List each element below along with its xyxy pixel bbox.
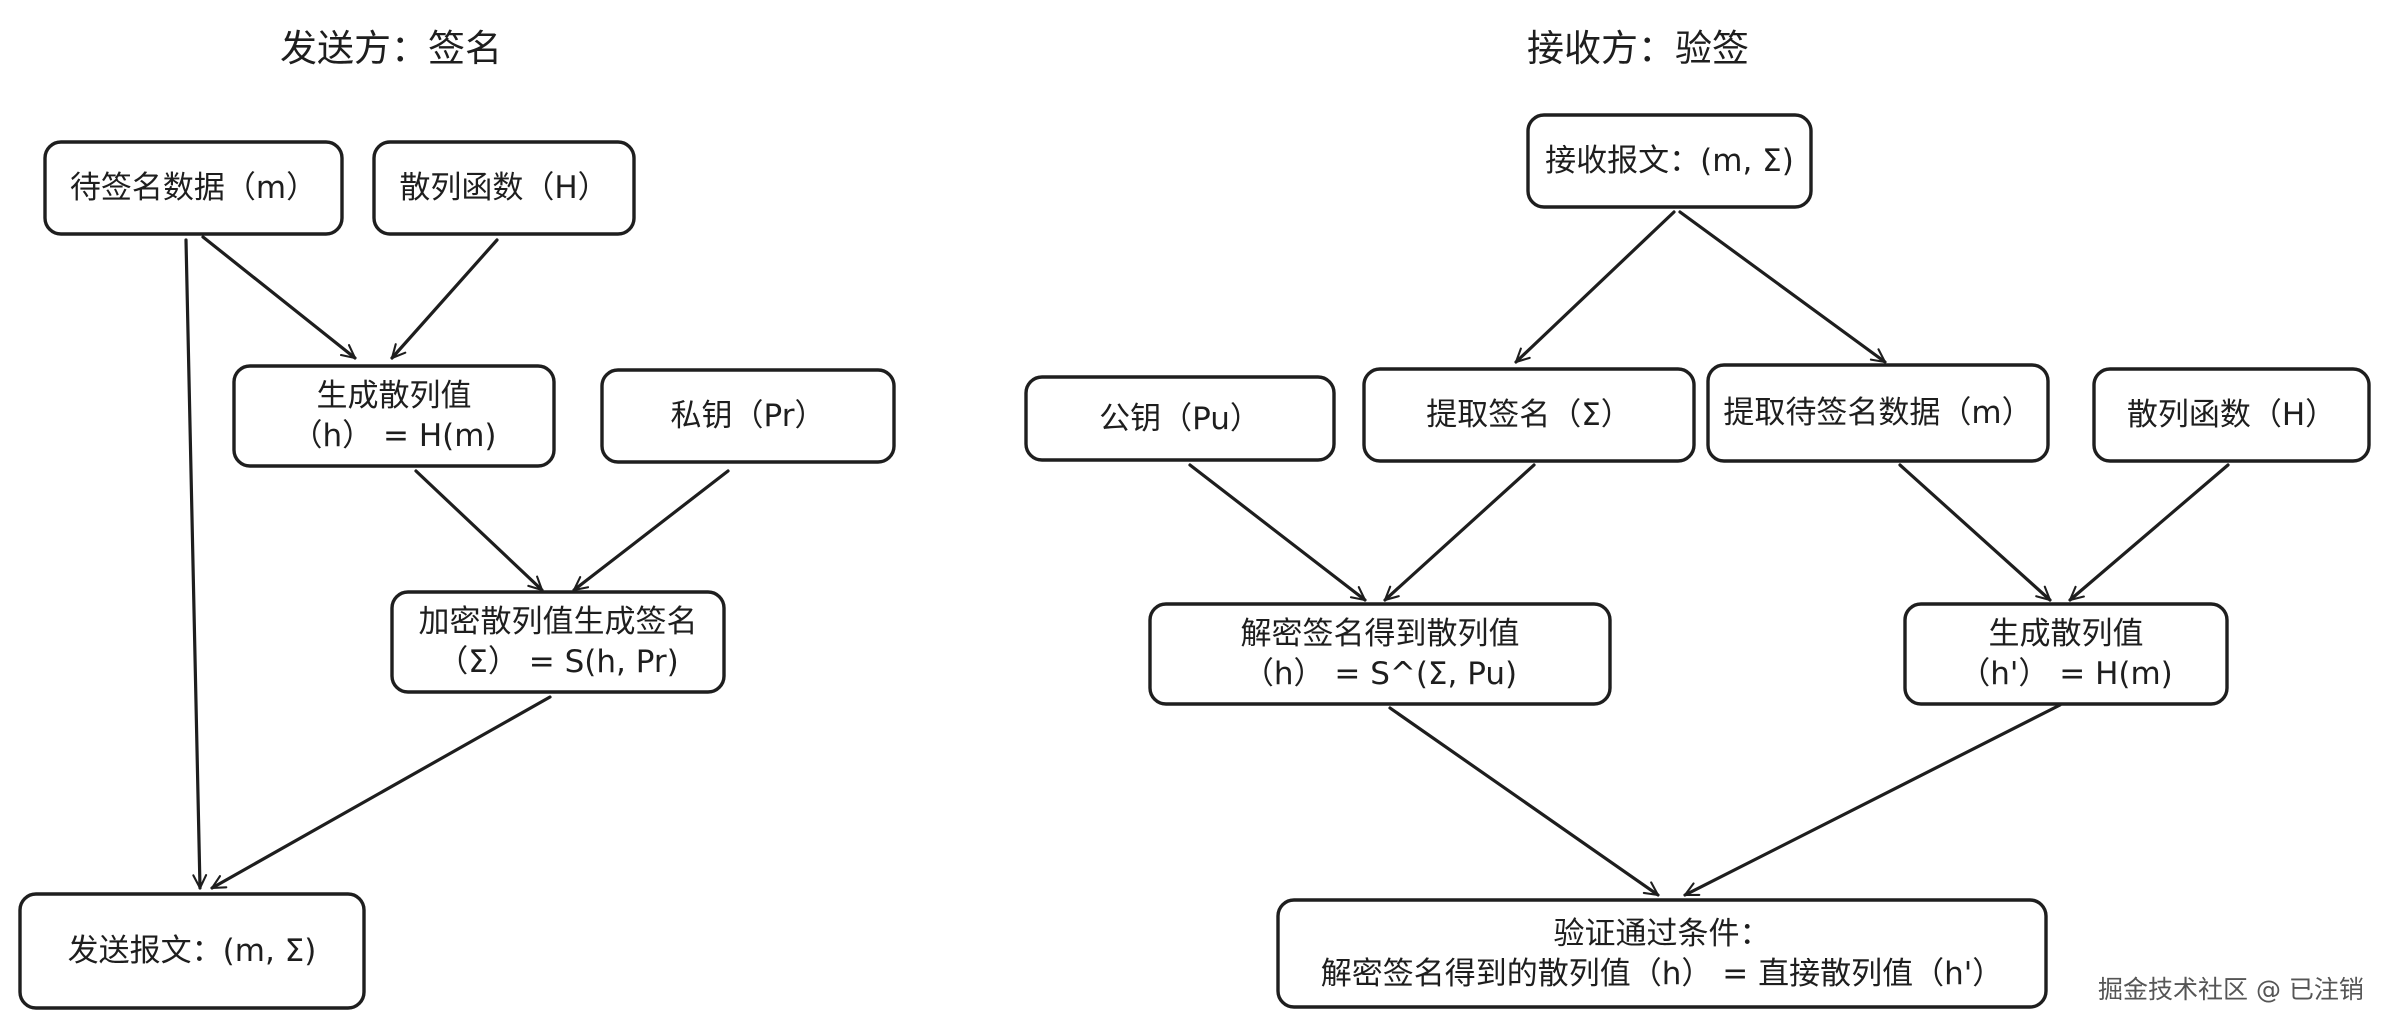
watermark: 掘金技术社区 @ 已注销 xyxy=(2098,975,2364,1004)
hash-box-frame xyxy=(232,364,556,468)
extract-data-label: 提取待签名数据（m） xyxy=(1723,395,2033,431)
data-to-sign-label: 待签名数据（m） xyxy=(69,170,318,206)
public-key-label: 公钥（Pu） xyxy=(1099,400,1261,437)
arrow-receive-to-extract-sig xyxy=(1514,210,1676,364)
encrypt-hash-line1: 加密散列值生成签名 xyxy=(418,604,698,640)
receiver-generate-hash-node: 生成散列值 （h'） = H(m) xyxy=(1905,604,2227,704)
receiver-generate-hash-line1: 生成散列值 xyxy=(1988,616,2144,652)
arrow-encrypt-to-send xyxy=(210,695,552,890)
send-message-node: 发送报文：(m, Σ) xyxy=(20,894,364,1008)
sender-title: 发送方：签名 xyxy=(280,27,502,70)
private-key-node: 私钥（Pr） xyxy=(602,370,894,462)
arrow-hash-to-encrypt xyxy=(414,469,544,592)
encrypt-hash-node: 加密散列值生成签名 （Σ） = S(h, Pr) xyxy=(392,592,724,692)
encrypt-hash-line2: （Σ） = S(h, Pr) xyxy=(437,644,679,680)
arrow-decrypt-to-verify xyxy=(1388,706,1660,897)
public-key-node: 公钥（Pu） xyxy=(1026,377,1334,460)
receive-message-label: 接收报文：(m, Σ) xyxy=(1545,143,1794,179)
privkey-box-frame xyxy=(600,368,896,464)
extract-signature-label: 提取签名（Σ） xyxy=(1426,397,1632,433)
receiver-hash-function-node: 散列函数（H） xyxy=(2094,369,2369,461)
arrow-data-to-hash xyxy=(201,235,357,360)
arrow-hashfn-to-hash-r xyxy=(2068,463,2230,602)
receiver-hash-function-label: 散列函数（H） xyxy=(2126,397,2337,433)
generate-hash-node: 生成散列值 （h） = H(m) xyxy=(234,366,554,466)
arrow-hash-to-verify xyxy=(1683,703,2062,897)
verify-condition-line1: 验证通过条件： xyxy=(1553,915,1771,952)
decrypt-signature-node: 解密签名得到散列值 （h） = S^(Σ, Pu) xyxy=(1150,604,1610,704)
extract-data-node: 提取待签名数据（m） xyxy=(1708,365,2048,461)
arrow-extract-sig-to-decrypt xyxy=(1383,463,1536,602)
decrypt-signature-line1: 解密签名得到散列值 xyxy=(1240,616,1520,652)
verify-condition-node: 验证通过条件： 解密签名得到的散列值（h） = 直接散列值（h'） xyxy=(1278,900,2046,1007)
private-key-label: 私钥（Pr） xyxy=(670,398,826,434)
arrow-data-to-send xyxy=(184,238,208,890)
receiver-title: 接收方：验签 xyxy=(1527,27,1749,70)
encrypt-box-frame xyxy=(390,590,726,694)
send-message-label: 发送报文：(m, Σ) xyxy=(67,933,317,969)
verify-condition-line2: 解密签名得到的散列值（h） = 直接散列值（h'） xyxy=(1320,955,2004,992)
arrow-hashfn-to-hash xyxy=(390,238,499,360)
generate-hash-line2: （h） = H(m) xyxy=(291,418,497,454)
hash-function-node: 散列函数（H） xyxy=(374,142,634,234)
receive-message-node: 接收报文：(m, Σ) xyxy=(1528,115,1811,207)
pubkey-box-frame xyxy=(1024,375,1336,462)
receiver-generate-hash-line2: （h'） = H(m) xyxy=(1959,656,2173,692)
extract-sig-box-frame xyxy=(1362,367,1696,463)
extract-signature-node: 提取签名（Σ） xyxy=(1364,369,1694,461)
receive-box-frame xyxy=(1526,113,1813,209)
send-box-frame xyxy=(18,892,366,1010)
hashfn-box-frame xyxy=(372,140,636,236)
extract-data-box-frame xyxy=(1706,363,2050,463)
generate-hash-line1: 生成散列值 xyxy=(316,378,472,414)
data-to-sign-node: 待签名数据（m） xyxy=(45,142,342,234)
arrow-extract-data-to-hash xyxy=(1898,463,2052,602)
hash-r-box-frame xyxy=(1903,602,2229,706)
hash-function-label: 散列函数（H） xyxy=(399,170,609,206)
arrow-privkey-to-encrypt xyxy=(572,469,730,592)
data-box-frame xyxy=(43,140,344,236)
arrow-receive-to-extract-data xyxy=(1678,210,1887,364)
arrow-pubkey-to-decrypt xyxy=(1188,463,1367,602)
hashfn-r-box-frame xyxy=(2092,367,2371,463)
decrypt-box-frame xyxy=(1148,602,1612,706)
decrypt-signature-line2: （h） = S^(Σ, Pu) xyxy=(1242,656,1518,692)
verify-box-frame xyxy=(1276,898,2048,1009)
